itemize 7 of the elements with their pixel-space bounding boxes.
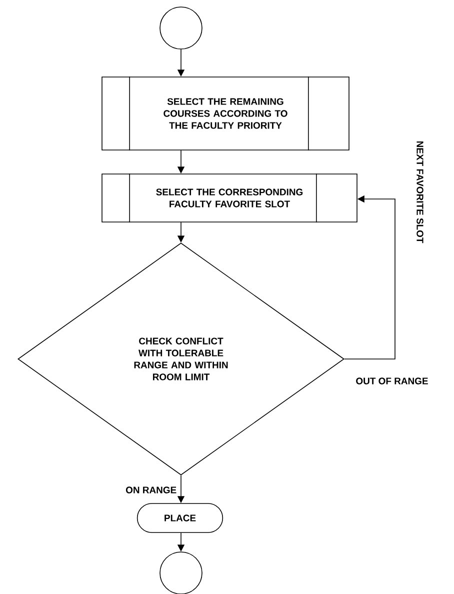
process-box: SELECT THE CORRESPONDING FACULTY FAVORITE SLOT (102, 173, 358, 223)
branch-label: OUT OF RANGE (356, 378, 428, 384)
edge-label: NEXT FAVORITE SLOT (416, 140, 424, 244)
process-box: SELECT THE REMAINING COURSES ACCORDING TO THE FACULTY PRIORITY (102, 76, 350, 151)
terminal-box: PLACE (136, 503, 224, 533)
terminator-circle (160, 6, 202, 50)
edge-label: ON RANGE (124, 486, 178, 494)
